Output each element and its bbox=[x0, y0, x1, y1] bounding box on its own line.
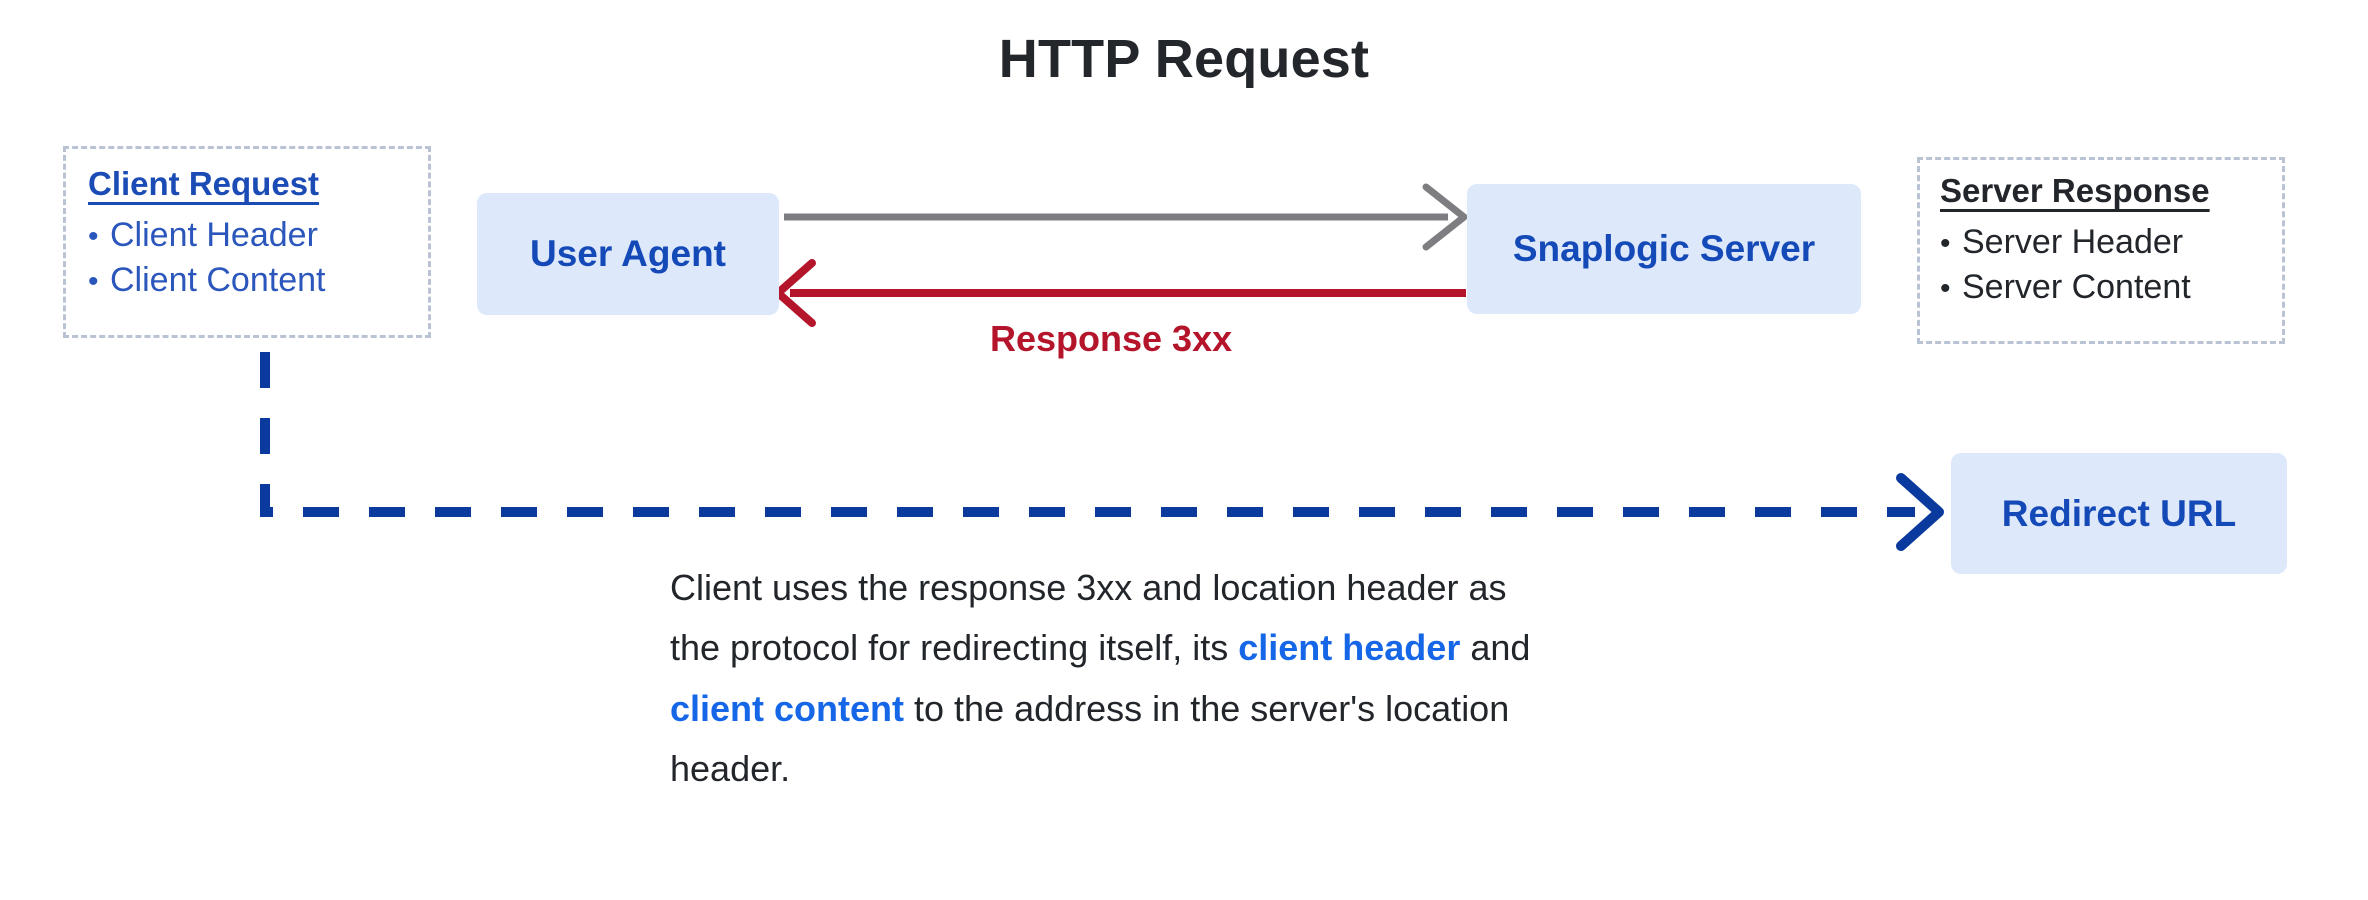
caption-highlight-client-content: client content bbox=[670, 687, 905, 729]
server-response-heading: Server Response bbox=[1940, 172, 2210, 209]
caption-part-2: and bbox=[1460, 627, 1531, 669]
list-item-label: Client Header bbox=[110, 216, 318, 254]
bullet-icon: • bbox=[88, 265, 99, 299]
client-request-heading: Client Request bbox=[88, 165, 320, 202]
server-response-box: Server Response • Server Header • Server… bbox=[1917, 157, 2285, 344]
list-item: • Client Header bbox=[88, 215, 325, 255]
caption-part-1: Client uses the response 3xx and locatio… bbox=[670, 567, 1507, 669]
list-item: • Server Content bbox=[1940, 267, 2191, 307]
list-item-label: Server Header bbox=[1962, 223, 2184, 261]
node-redirect-url[interactable]: Redirect URL bbox=[1951, 453, 2287, 574]
server-response-list: • Server Header • Server Content bbox=[1940, 222, 2191, 312]
caption-part-3: to the address in the server's location … bbox=[670, 687, 1510, 790]
bullet-icon: • bbox=[88, 220, 99, 253]
request-arrow bbox=[784, 183, 1468, 251]
list-item: • Client Content bbox=[88, 260, 325, 300]
caption-highlight-client-header: client header bbox=[1238, 627, 1461, 669]
response-arrow bbox=[774, 259, 1466, 327]
client-request-list: • Client Header • Client Content bbox=[88, 215, 325, 305]
node-user-agent[interactable]: User Agent bbox=[477, 193, 779, 315]
list-item-label: Server Content bbox=[1962, 268, 2191, 307]
node-snaplogic-server[interactable]: Snaplogic Server bbox=[1467, 184, 1861, 314]
list-item-label: Client Content bbox=[110, 261, 326, 300]
client-request-box: Client Request • Client Header • Client … bbox=[63, 146, 431, 338]
response-arrow-label: Response 3xx bbox=[990, 318, 1233, 359]
page-title: HTTP Request bbox=[998, 29, 1370, 89]
bullet-icon: • bbox=[1940, 227, 1951, 260]
list-item: • Server Header bbox=[1940, 222, 2191, 262]
bullet-icon: • bbox=[1940, 272, 1951, 306]
caption-paragraph: Client uses the response 3xx and locatio… bbox=[670, 558, 1550, 800]
redirect-arrow bbox=[260, 352, 1944, 551]
